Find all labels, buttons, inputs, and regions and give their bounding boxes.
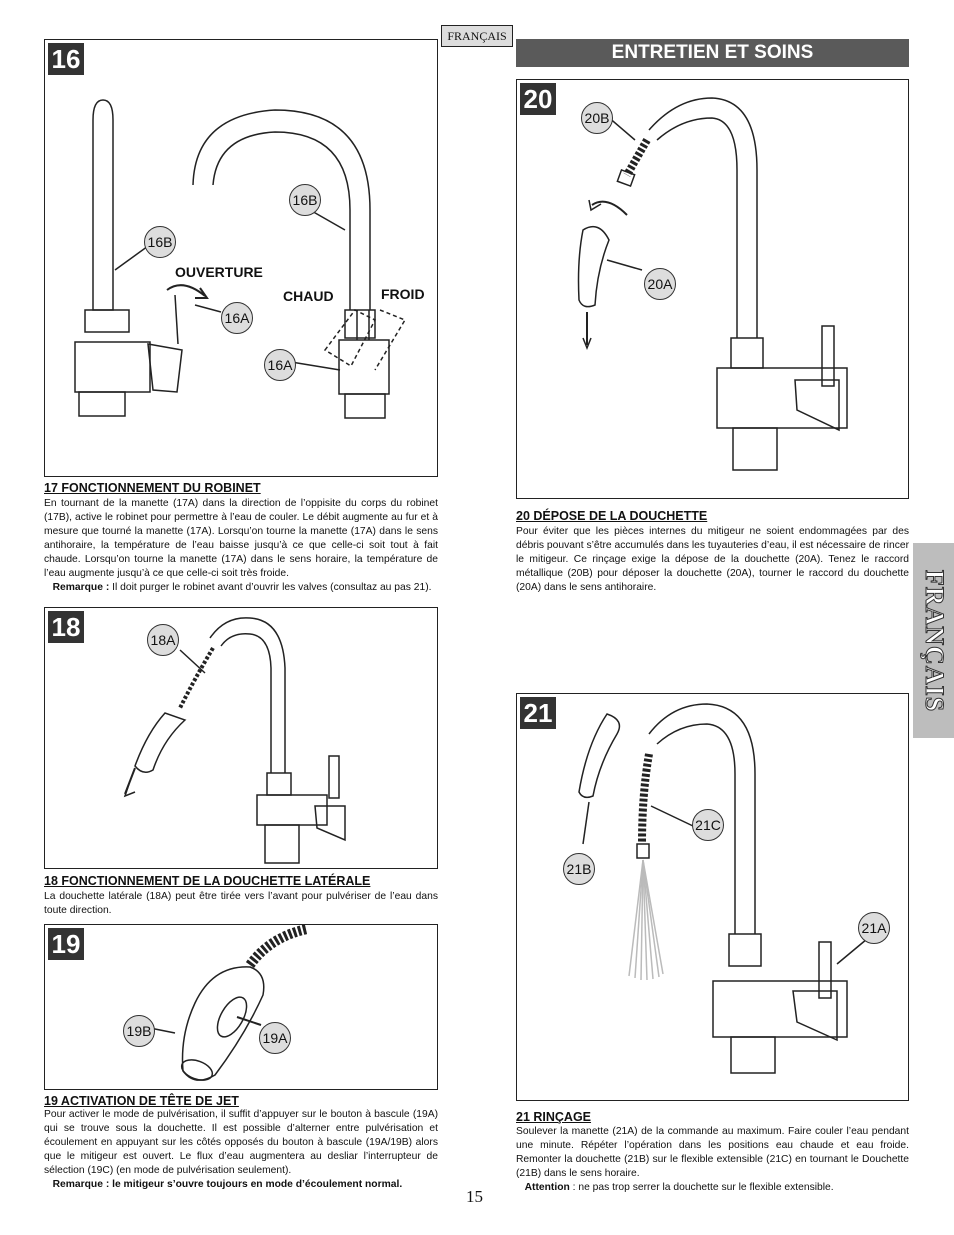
section-17-title: 17 FONCTIONNEMENT DU ROBINET (44, 481, 261, 495)
section-21-body: Soulever la manette (21A) de la commande… (516, 1126, 909, 1179)
label-chaud: CHAUD (283, 288, 334, 304)
callout-21a: 21A (858, 912, 890, 944)
figure-16: 16 16B 16B (44, 39, 438, 477)
callout-19a: 19A (259, 1022, 291, 1054)
section-17-note: Il doit purger le robinet avant d’ouvrir… (109, 582, 432, 593)
callout-19b: 19B (123, 1015, 155, 1047)
label-ouverture: OUVERTURE (175, 264, 263, 280)
figure-number: 19 (48, 928, 84, 960)
callout-16b-body: 16B (144, 226, 176, 258)
callout-16b-spout: 16B (289, 184, 321, 216)
figure-19: 19 19B 19A (44, 924, 438, 1090)
callout-21b: 21B (563, 853, 595, 885)
section-17-body: En tournant de la manette (17A) dans la … (44, 498, 438, 579)
language-side-tab-label: FRANÇAIS (919, 569, 949, 712)
page-number: 15 (466, 1187, 483, 1206)
callout-21c: 21C (692, 809, 724, 841)
language-side-tab: FRANÇAIS (913, 543, 954, 738)
section-header: ENTRETIEN ET SOINS (516, 39, 909, 67)
spray-head-illustration (144, 925, 309, 1081)
figure-number: 18 (48, 611, 84, 643)
callout-20a: 20A (644, 268, 676, 300)
section-21-note: : ne pas trop serrer la douchette sur le… (569, 1182, 834, 1193)
figure-number: 20 (520, 83, 556, 115)
label-froid: FROID (381, 286, 425, 302)
section-18-title: 18 FONCTIONNEMENT DE LA DOUCHETTE LATÉRA… (44, 874, 371, 888)
figure-18: 18 18A (44, 607, 438, 869)
section-17-note-label: Remarque : (52, 582, 110, 593)
section-19-body: Pour activer le mode de pulvérisation, i… (44, 1109, 438, 1176)
section-18-text: La douchette latérale (18A) peut être ti… (44, 891, 438, 916)
section-19-title: 19 ACTIVATION DE TÊTE DE JET (44, 1094, 239, 1108)
language-label: FRANÇAIS (441, 25, 513, 47)
callout-16a-front: 16A (264, 349, 296, 381)
faucet-illustration (74, 99, 407, 419)
section-17-text: En tournant de la manette (17A) dans la … (44, 497, 438, 595)
figure-21: 21 21C 21B 21A (516, 693, 909, 1101)
water-spray (628, 859, 664, 981)
figure-20: 20 20B 20A (516, 79, 909, 499)
sprayer-removal-illustration (577, 97, 848, 471)
section-19-note: Remarque : le mitigeur s’ouvre toujours … (52, 1179, 403, 1190)
callout-16a-handle: 16A (221, 302, 253, 334)
section-21-note-label: Attention (524, 1182, 570, 1193)
section-21-text: Soulever la manette (21A) de la commande… (516, 1125, 909, 1195)
sprayer-pullout-illustration (123, 617, 346, 864)
section-21-title: 21 RINÇAGE (516, 1110, 592, 1124)
figure-number: 16 (48, 43, 84, 75)
flushing-illustration (578, 703, 868, 1074)
section-19-text: Pour activer le mode de pulvérisation, i… (44, 1108, 438, 1192)
section-20-title: 20 DÉPOSE DE LA DOUCHETTE (516, 509, 708, 523)
callout-18a: 18A (147, 624, 179, 656)
section-20-text: Pour éviter que les pièces internes du m… (516, 526, 909, 593)
figure-number: 21 (520, 697, 556, 729)
callout-20b: 20B (581, 102, 613, 134)
